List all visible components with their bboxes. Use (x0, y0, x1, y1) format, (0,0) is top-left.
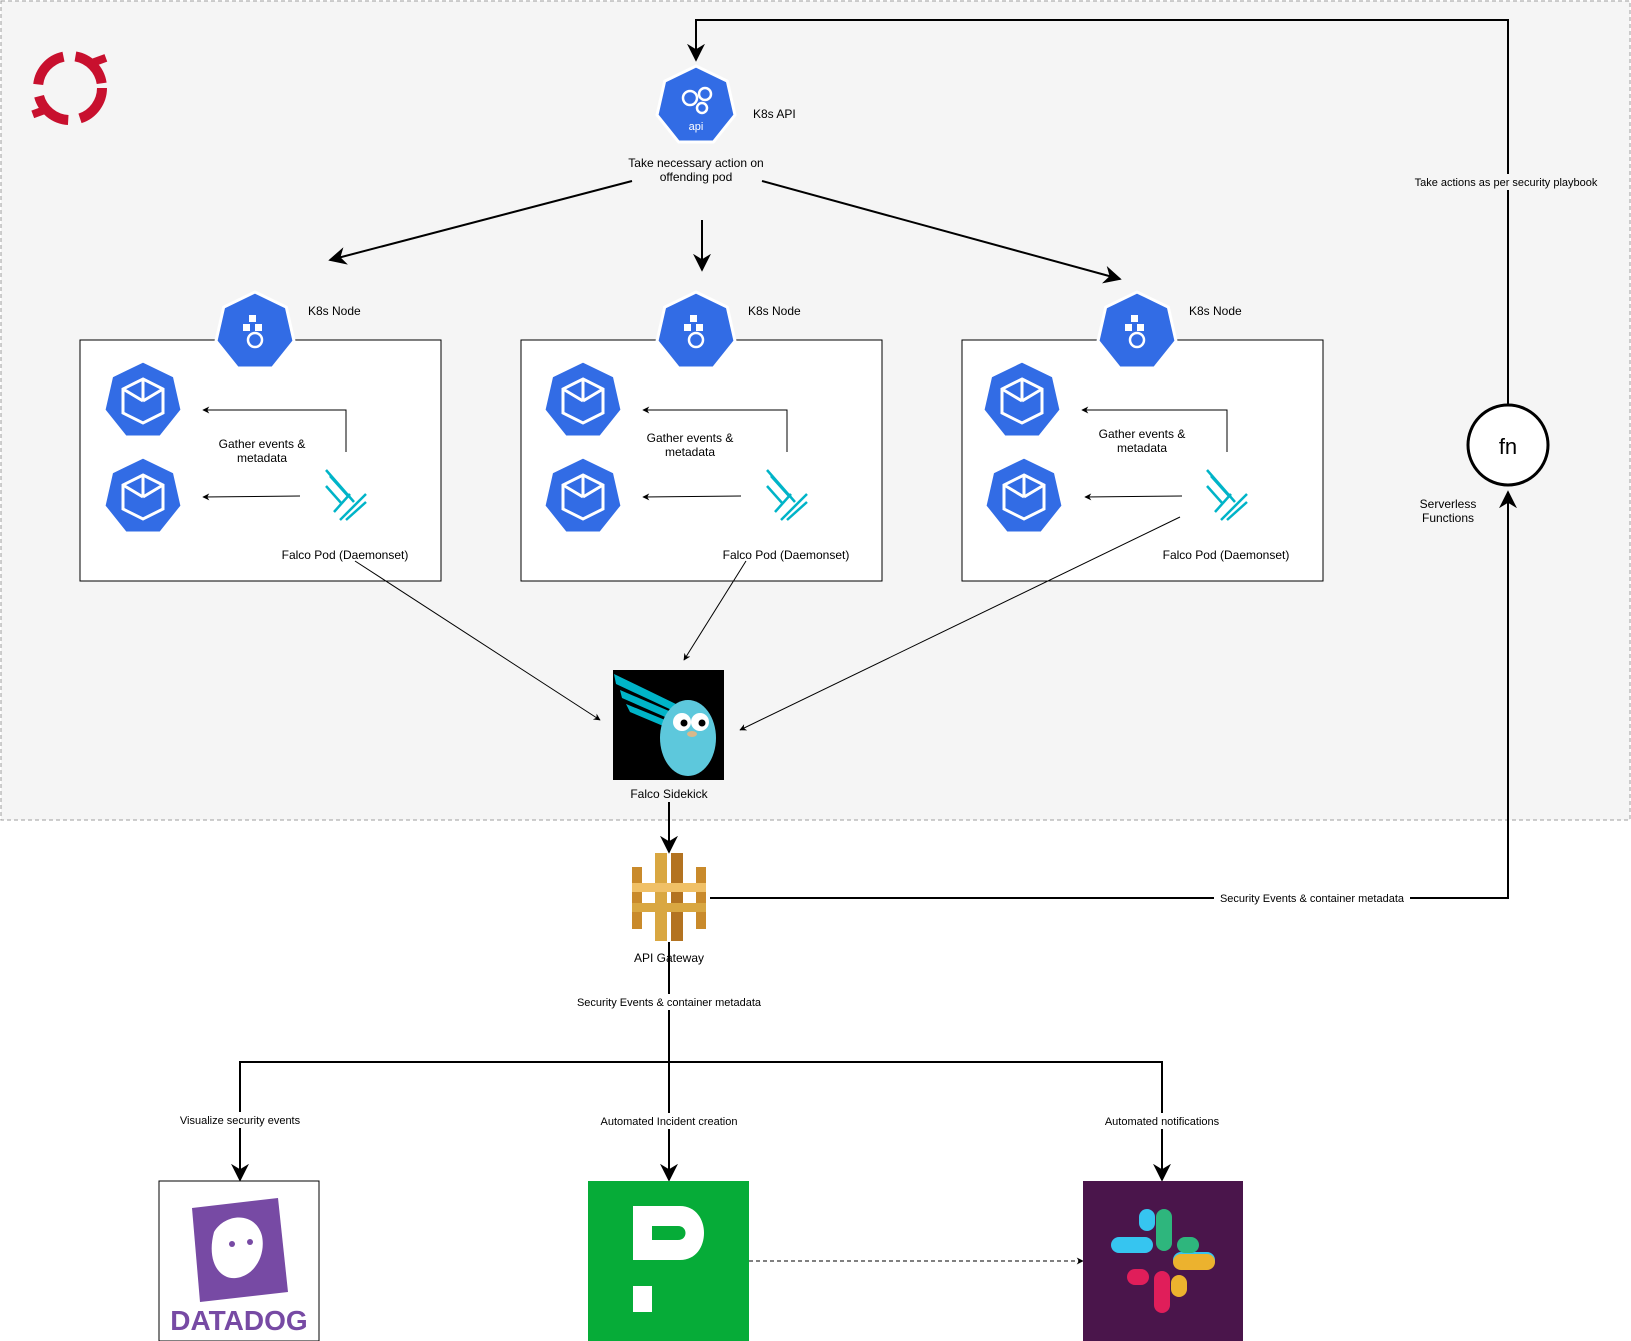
pagerduty-edge-label: Automated Incident creation (601, 1116, 738, 1128)
pod-icon (981, 359, 1063, 439)
gather-label-line1: Gather events & (647, 431, 734, 445)
serverless-label-line2: Functions (1422, 511, 1474, 525)
k8s-api-label: K8s API (753, 107, 796, 121)
falco-to-pod2-arrow (642, 493, 742, 501)
falco-sidekick-icon (613, 670, 724, 780)
gather-label-line2: metadata (1117, 441, 1167, 455)
node-title: K8s Node (748, 304, 801, 318)
k8s-node-3: K8s Node Gather events & metadata Falco … (961, 290, 1324, 582)
pod-icon (542, 359, 624, 439)
node2-to-sidekick-arrow (683, 560, 747, 661)
gateway-to-fn-edge (710, 490, 1517, 899)
fn-to-api-edge (687, 19, 1509, 405)
falco-to-pod1-arrow (642, 406, 788, 452)
falco-to-pod1-arrow (1081, 406, 1228, 452)
k8s-node-icon (1096, 290, 1178, 370)
pagerduty-logo-icon (588, 1181, 749, 1341)
fn-action-label: Take actions as per security playbook (1415, 177, 1598, 189)
openshift-logo-icon (31, 51, 108, 125)
k8s-api-icon: api (655, 64, 737, 144)
api-to-node3-arrow (761, 180, 1122, 284)
slack-edge-label: Automated notifications (1105, 1116, 1220, 1128)
k8s-node-2: K8s Node Gather events & metadata Falco … (520, 290, 883, 582)
node3-to-sidekick-arrow (739, 516, 1181, 731)
datadog-logo-text: DATADOG (170, 1305, 307, 1336)
gateway-down-label: Security Events & container metadata (577, 997, 762, 1009)
pod-icon (102, 455, 184, 535)
gather-label-line2: metadata (665, 445, 715, 459)
falco-icon (325, 469, 367, 521)
api-to-node1-arrow (328, 180, 633, 265)
pod-icon (983, 455, 1065, 535)
gather-label-line1: Gather events & (1099, 427, 1186, 441)
falco-pod-label: Falco Pod (Daemonset) (723, 548, 850, 562)
fn-icon-text: fn (1499, 434, 1517, 459)
pod-icon (102, 359, 184, 439)
k8s-node-1: K8s Node Gather events & metadata Falco … (79, 290, 442, 582)
gather-label-line1: Gather events & (219, 437, 306, 451)
pod-icon (542, 455, 624, 535)
k8s-node-icon (655, 290, 737, 370)
gateway-to-fn-label: Security Events & container metadata (1220, 893, 1405, 905)
serverless-label-line1: Serverless (1420, 497, 1477, 511)
k8s-node-icon (214, 290, 296, 370)
gather-label-line2: metadata (237, 451, 287, 465)
falco-to-pod2-arrow (1084, 493, 1183, 501)
sidekick-label: Falco Sidekick (630, 787, 708, 801)
api-gateway-icon (632, 853, 706, 941)
datadog-edge-label: Visualize security events (180, 1115, 301, 1127)
falco-pod-label: Falco Pod (Daemonset) (1163, 548, 1290, 562)
action-label-line2: offending pod (660, 170, 733, 184)
falco-to-pod2-arrow (202, 493, 301, 501)
datadog-logo-icon: DATADOG (158, 1180, 320, 1341)
k8s-api-icon-text: api (689, 121, 704, 133)
node1-to-sidekick-arrow (354, 560, 601, 721)
falco-icon (1206, 469, 1248, 521)
falco-to-pod1-arrow (202, 406, 347, 452)
slack-logo-icon (1083, 1181, 1243, 1341)
falco-pod-label: Falco Pod (Daemonset) (282, 548, 409, 562)
falco-icon (766, 469, 808, 521)
node-title: K8s Node (1189, 304, 1242, 318)
action-label-line1: Take necessary action on (628, 156, 763, 170)
node-title: K8s Node (308, 304, 361, 318)
